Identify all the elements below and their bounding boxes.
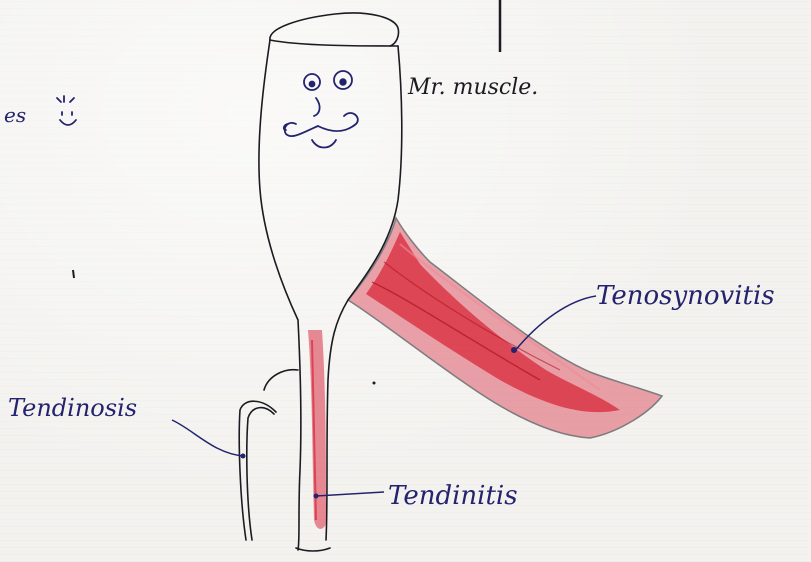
tendinosis-leader-line <box>172 420 244 456</box>
margin-fragment-text: es <box>4 103 26 127</box>
tenosynovitis-sheath <box>348 218 662 438</box>
tenosynovitis-pointer-dot <box>511 347 517 353</box>
tendinosis-pointer-dot <box>241 454 246 459</box>
tendinitis-pointer-dot <box>314 494 319 499</box>
stray-dot <box>373 382 376 385</box>
muscle-face-icon <box>284 71 358 148</box>
tenosynovitis-label: Tenosynovitis <box>596 281 775 311</box>
stray-mark <box>73 270 74 278</box>
muscle-label: Mr. muscle. <box>407 75 538 100</box>
margin-smiley-icon <box>57 96 76 125</box>
tendinosis-label: Tendinosis <box>8 394 137 422</box>
tendinosis-strands <box>239 370 298 540</box>
tendinitis-region <box>308 330 326 529</box>
tendinitis-label: Tendinitis <box>388 481 518 511</box>
